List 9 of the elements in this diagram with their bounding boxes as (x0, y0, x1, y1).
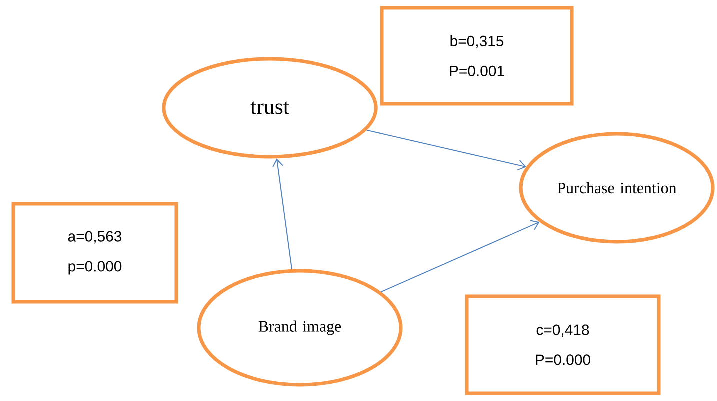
arrow (366, 130, 526, 171)
arrow (272, 158, 293, 270)
ellipse-node: Brand image (197, 269, 403, 387)
ellipse-node: Purchase intention (519, 132, 715, 244)
coefficient-box: a=0,563 p=0.000 (12, 202, 178, 304)
arrow (380, 220, 540, 293)
ellipse-node: trust (162, 57, 378, 159)
coefficient-box: b=0,315 P=0.001 (380, 6, 574, 106)
coefficient-box: c=0,418 P=0.000 (465, 294, 661, 396)
